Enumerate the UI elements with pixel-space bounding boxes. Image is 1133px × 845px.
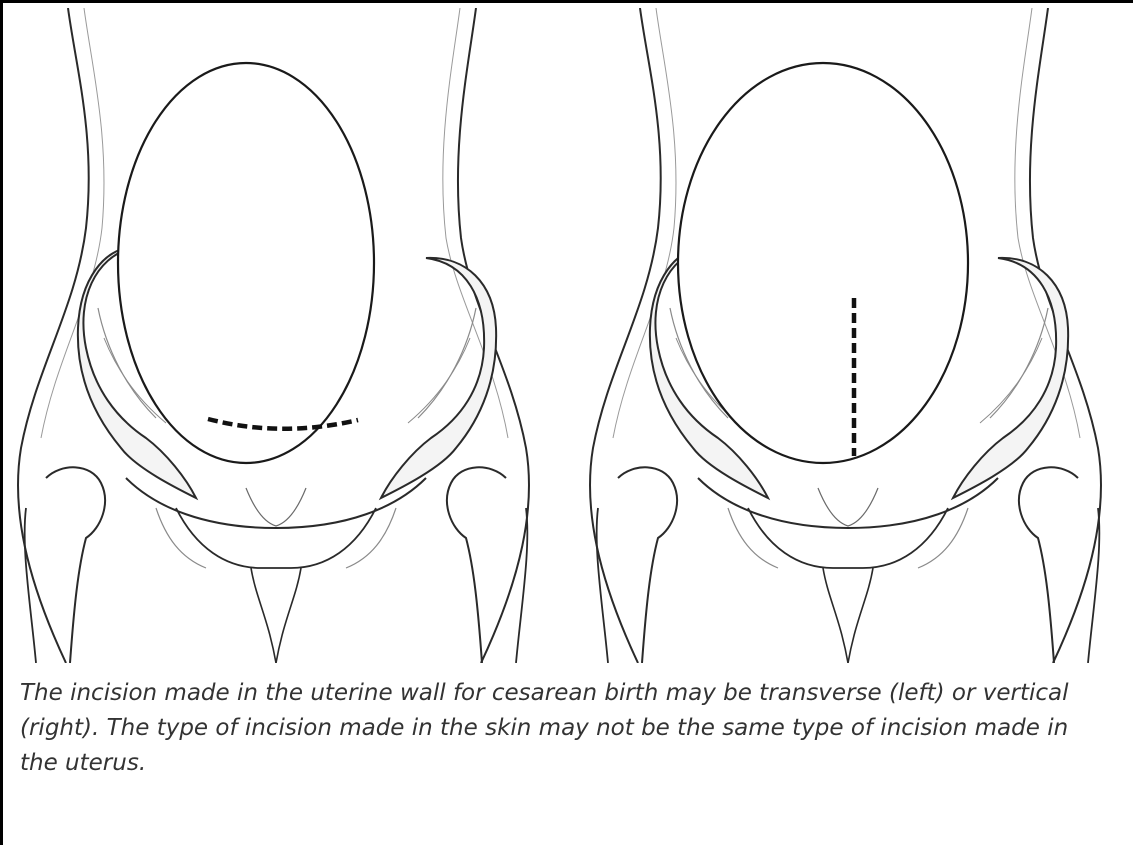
- panel-left-transverse: [18, 8, 529, 663]
- uterus-left: [118, 63, 374, 463]
- border-top: [0, 0, 1133, 3]
- panel-right-vertical: [590, 8, 1101, 663]
- border-left: [0, 0, 3, 845]
- uterus-right: [678, 63, 968, 463]
- figure-caption: The incision made in the uterine wall fo…: [20, 676, 1110, 781]
- illustration: [6, 8, 1130, 663]
